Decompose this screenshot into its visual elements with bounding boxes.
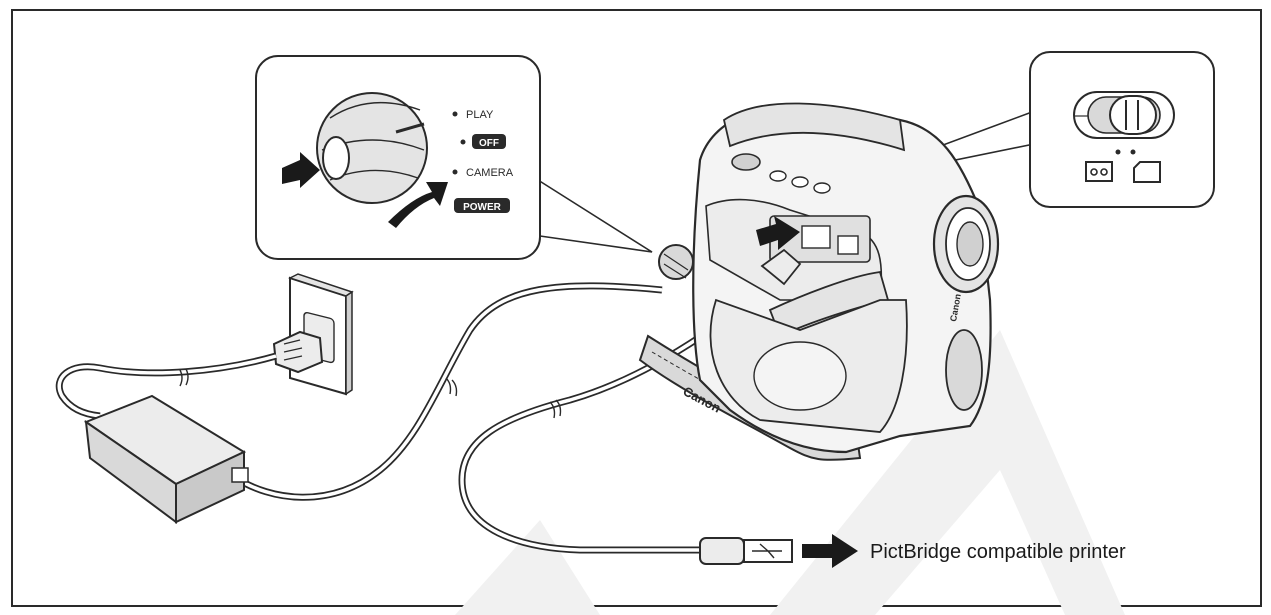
- power-dial-icon: [317, 93, 427, 203]
- memory-card-icon: [1134, 162, 1160, 182]
- dial-label-camera: CAMERA: [466, 167, 514, 179]
- destination-label: PictBridge compatible printer: [870, 541, 1126, 563]
- dial-label-power: POWER: [463, 202, 502, 213]
- dial-label-off: OFF: [479, 138, 499, 149]
- lens: [934, 196, 998, 292]
- dial-label-play: PLAY: [466, 109, 494, 121]
- usb-connector: [700, 538, 792, 564]
- mode-switch-icon: [1074, 92, 1174, 138]
- cassette-icon: [1086, 162, 1112, 181]
